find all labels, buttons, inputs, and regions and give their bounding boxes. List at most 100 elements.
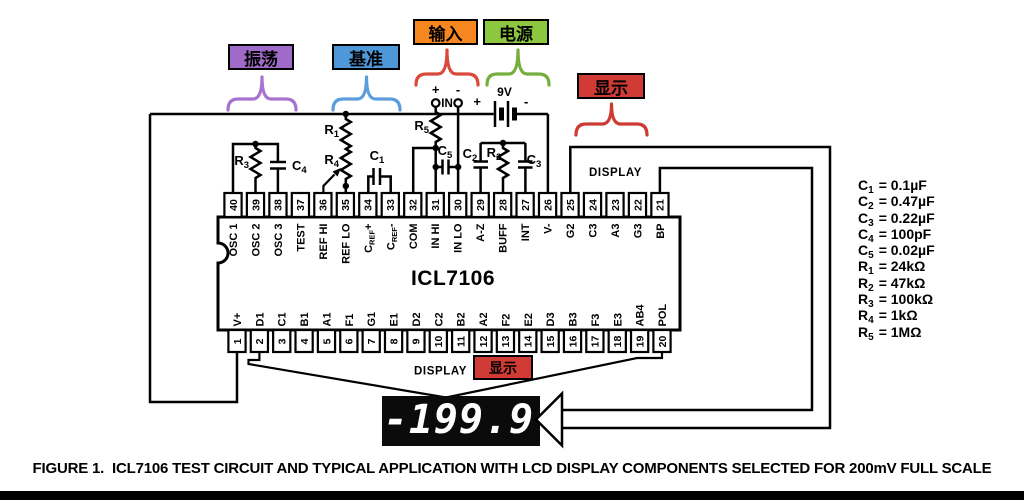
pin-name-10: C2 (433, 312, 445, 326)
pin-number-30: 30 (453, 199, 465, 211)
display-label-bottom: DISPLAY (414, 366, 467, 378)
pin-number-10: 10 (433, 336, 445, 348)
pin-box-32 (403, 191, 423, 219)
in-plus-terminal (430, 98, 441, 108)
pin-box-28 (492, 191, 513, 219)
pin-number-34: 34 (363, 199, 375, 211)
pin-number-21: 21 (655, 199, 667, 211)
pin-name-18: E3 (612, 313, 624, 326)
pin-number-9: 9 (411, 338, 423, 344)
input-plus-label: + (432, 82, 440, 97)
pin-name-22: G3 (632, 224, 644, 239)
r1-r4-resistors (338, 114, 354, 193)
pin-box-19 (629, 328, 650, 354)
pin-name-8: E1 (389, 313, 401, 326)
pin-name-17: F3 (590, 314, 602, 327)
pin-name-1: V+ (232, 313, 244, 327)
part-label-R2: R2 (487, 145, 502, 163)
battery-voltage-label: 9V (497, 85, 512, 99)
pin-name-3: C1 (277, 312, 289, 326)
brace-display_top (574, 102, 649, 137)
brace-ref (331, 75, 402, 112)
pin-name-16: B3 (568, 312, 580, 326)
pin-box-36 (313, 191, 333, 219)
pin-name-36: REF HI (318, 224, 330, 260)
pin-name-29: A-Z (475, 223, 487, 242)
pin-name-37: TEST (295, 223, 307, 251)
pin-name-4: B1 (299, 312, 311, 326)
pin-number-29: 29 (475, 199, 487, 211)
pin-name-13: F2 (500, 314, 512, 327)
display-outer-wire (562, 145, 832, 430)
pin-box-29 (470, 191, 490, 219)
pin-box-17 (585, 328, 605, 354)
r4-wiper-arrowhead (332, 168, 341, 177)
c1-lead (380, 175, 392, 193)
pin-number-26: 26 (542, 199, 554, 211)
part-label-R3: R3 (234, 153, 249, 171)
group-label-display_bottom: 显示 (473, 355, 533, 380)
pin-name-24: C3 (588, 224, 600, 238)
pin-box-33 (380, 191, 400, 219)
brace-power (485, 48, 551, 87)
part-label-C4: C4 (292, 158, 307, 176)
pin-box-13 (495, 328, 516, 354)
pin-name-6: F1 (344, 314, 356, 327)
pin-name-32: COM (408, 224, 420, 250)
pin-number-13: 13 (500, 336, 512, 348)
group-label-input: 输入 (413, 19, 478, 45)
pin-box-10 (428, 328, 449, 354)
display-arrow-icon (534, 390, 564, 449)
pin-box-39 (245, 191, 266, 219)
pin-box-4 (294, 328, 314, 354)
pin-name-19: AB4 (635, 304, 647, 327)
pin-number-7: 7 (366, 338, 378, 344)
pin-name-15: D3 (545, 312, 557, 326)
pin-number-28: 28 (497, 199, 509, 211)
battery-plus-label: + (473, 94, 481, 109)
pin-box-27 (515, 191, 535, 219)
c1-lead (367, 175, 374, 193)
pin-box-23 (605, 191, 625, 219)
brace-osc (226, 75, 298, 112)
brace-input (414, 48, 480, 87)
pin-box-40 (223, 191, 243, 219)
pin-box-22 (627, 191, 648, 219)
pin-number-19: 19 (634, 336, 646, 348)
chip-name: ICL7106 (411, 267, 495, 290)
junction-dot (342, 110, 349, 118)
segment-bus-right-wire (445, 352, 664, 399)
pin-name-35: REF LO (340, 223, 352, 264)
pin-name-28: BUFF (498, 223, 510, 253)
pin-name-14: E2 (523, 313, 535, 326)
pin-box-11 (450, 328, 471, 354)
pin-name-40: OSC 1 (228, 224, 240, 257)
pin-box-9 (406, 328, 426, 354)
part-label-C3: C3 (527, 152, 542, 170)
junction-dot (432, 144, 439, 152)
figure-caption: FIGURE 1. ICL7106 TEST CIRCUIT AND TYPIC… (32, 460, 992, 477)
lcd-reading: -199.9 (384, 397, 535, 443)
pin-number-40: 40 (228, 199, 240, 211)
pin-number-33: 33 (385, 199, 397, 211)
pin-number-6: 6 (344, 338, 356, 344)
pin-box-8 (383, 328, 404, 354)
group-label-osc: 振荡 (228, 44, 294, 70)
pin-name-7: G1 (366, 312, 378, 327)
part-label-C5: C5 (438, 143, 453, 161)
part-label-R1: R1 (324, 122, 339, 140)
pin-name-21: BP (655, 224, 667, 239)
pin-box-3 (272, 328, 292, 354)
pin-name-39: OSC 2 (250, 224, 262, 257)
group-label-power: 电源 (483, 19, 549, 45)
pin-number-12: 12 (478, 336, 490, 348)
pin-box-25 (560, 191, 580, 219)
pin-box-26 (537, 191, 558, 219)
